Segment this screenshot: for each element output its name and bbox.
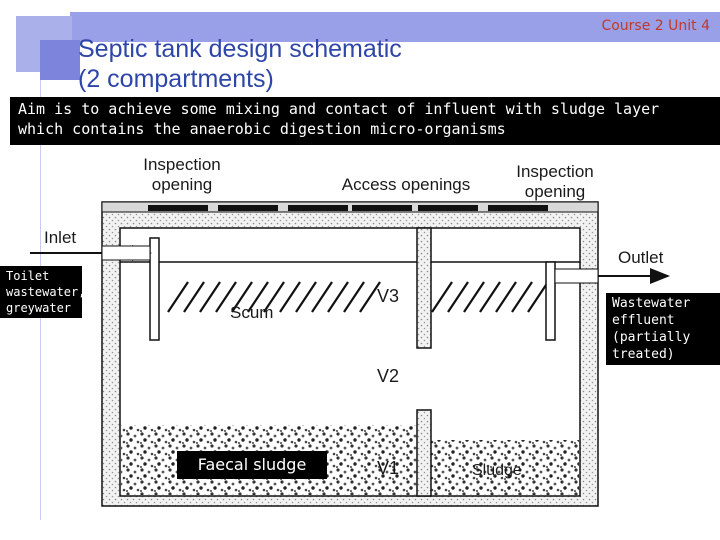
v3-label: V3 xyxy=(377,286,399,306)
decor-square-small xyxy=(40,40,80,80)
inspection-opening-right-line2: opening xyxy=(525,182,586,201)
partition-upper xyxy=(416,227,432,349)
course-label: Course 2 Unit 4 xyxy=(601,18,710,34)
faecal-sludge-label: Faecal sludge xyxy=(177,451,327,479)
toilet-wastewater-label: Toilet wastewater, greywater xyxy=(0,266,85,318)
septic-tank-diagram: Inspection opening Inspection opening Ac… xyxy=(30,155,670,507)
sludge-layer-right xyxy=(431,440,579,495)
partition-lower xyxy=(416,409,432,497)
outlet-tee xyxy=(545,261,556,341)
slide-title: Septic tank design schematic (2 compartm… xyxy=(78,35,402,93)
scum-layer xyxy=(167,281,549,313)
sludge-label: Sludge xyxy=(472,462,522,479)
inlet-tee xyxy=(149,237,160,341)
outlet-label: Outlet xyxy=(618,248,664,267)
scum-label: Scum xyxy=(230,303,273,322)
header-bar xyxy=(70,12,720,42)
inspection-opening-left-line1: Inspection xyxy=(143,155,221,174)
inspection-opening-left-line2: opening xyxy=(152,175,213,194)
access-openings-label: Access openings xyxy=(342,175,471,194)
inlet-label: Inlet xyxy=(44,228,76,247)
wastewater-effluent-label: Wastewater effluent (partially treated) xyxy=(606,293,720,365)
v1-label: V1 xyxy=(377,458,399,478)
aim-text-box: Aim is to achieve some mixing and contac… xyxy=(10,97,720,145)
inspection-opening-right-line1: Inspection xyxy=(516,162,594,181)
v2-label: V2 xyxy=(377,366,399,386)
